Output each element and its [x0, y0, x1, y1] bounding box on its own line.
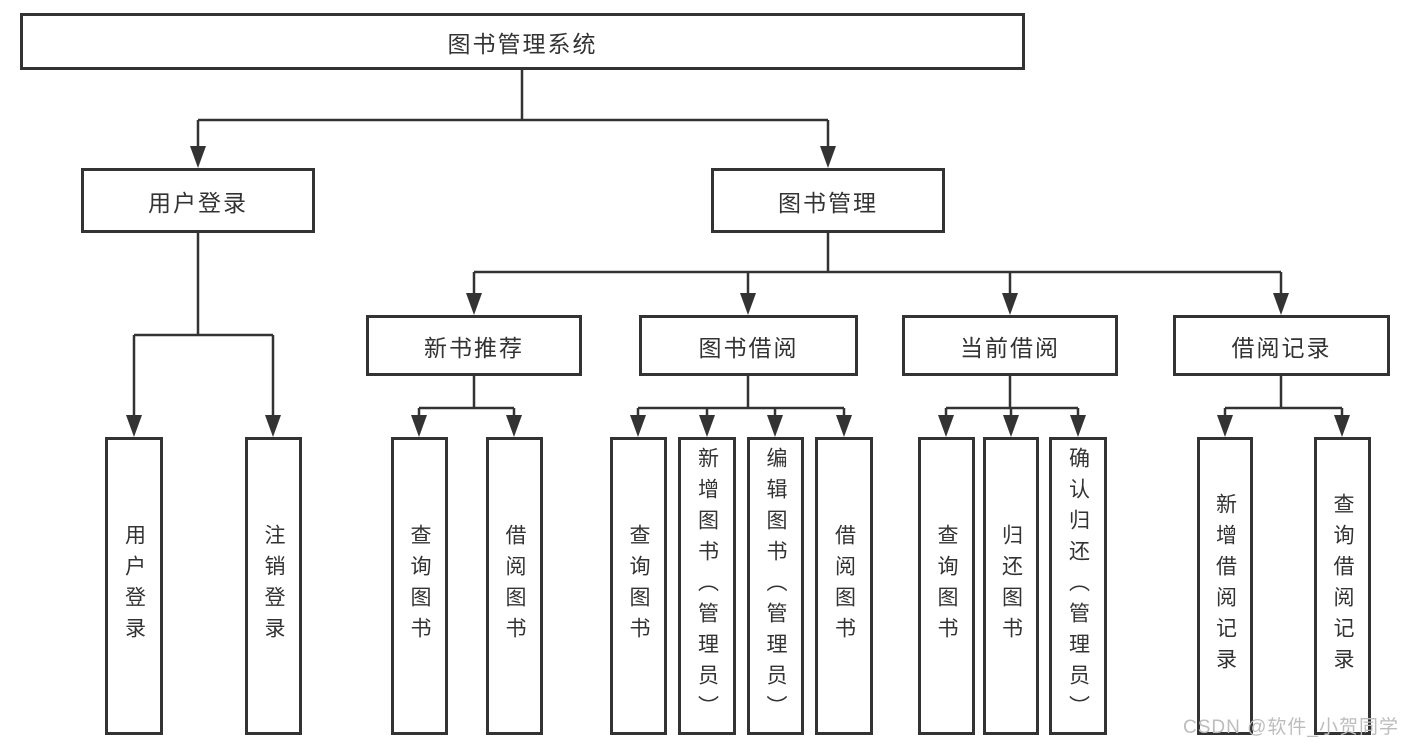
node-borrow-records: 借阅记录 — [1173, 315, 1390, 376]
node-book-borrow: 图书借阅 — [639, 315, 858, 376]
leaf-add-borrow-record: 新增借阅记录 — [1197, 437, 1253, 735]
csdn-watermark: CSDN @软件_小贺同学 — [1183, 717, 1399, 738]
node-user-login: 用户登录 — [81, 168, 315, 233]
arrowhead-icons — [126, 146, 1350, 437]
leaf-query-borrow-record: 查询借阅记录 — [1314, 437, 1371, 735]
leaf-edit-book-admin: 编辑图书（管理员） — [747, 437, 804, 735]
leaf-logout: 注销登录 — [245, 437, 302, 735]
leaf-borrow-books: 借阅图书 — [815, 437, 873, 735]
leaf-query-books-current: 查询图书 — [918, 437, 975, 735]
node-book-management: 图书管理 — [711, 168, 945, 233]
leaf-query-books-recommend: 查询图书 — [391, 437, 448, 735]
node-current-borrow: 当前借阅 — [902, 315, 1118, 376]
leaf-query-books-borrow: 查询图书 — [610, 437, 667, 735]
leaf-confirm-return-admin: 确认归还（管理员） — [1049, 437, 1107, 735]
node-new-book-recommend: 新书推荐 — [366, 315, 582, 376]
leaf-return-books: 归还图书 — [983, 437, 1039, 735]
leaf-user-login: 用户登录 — [105, 437, 163, 735]
node-root-system: 图书管理系统 — [20, 13, 1025, 70]
connector-lines — [132, 70, 1344, 420]
leaf-borrow-books-recommend: 借阅图书 — [486, 437, 543, 735]
leaf-add-book-admin: 新增图书（管理员） — [678, 437, 736, 735]
